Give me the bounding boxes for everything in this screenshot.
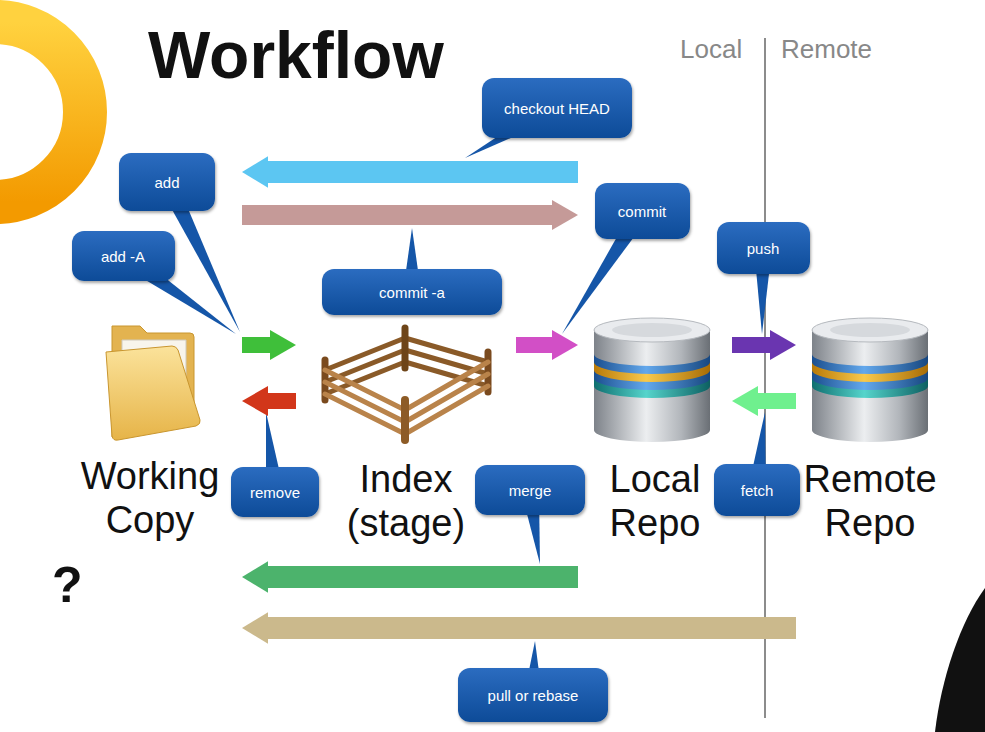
orange-ring	[0, 22, 85, 202]
flow-arrow	[242, 561, 578, 593]
arrow-shaft	[242, 205, 553, 225]
arrow-shaft	[732, 337, 771, 353]
callout-bubble: remove	[231, 467, 319, 517]
question-mark: ?	[52, 560, 83, 610]
arrow-shaft	[267, 393, 296, 409]
region-label: Local	[680, 36, 742, 62]
arrow-shaft	[267, 617, 796, 639]
flow-arrow	[242, 386, 296, 416]
callout-bubble: commit	[595, 183, 690, 239]
arrow-head	[242, 612, 268, 644]
arrow-head	[242, 156, 268, 188]
divider-line	[764, 38, 766, 718]
arrow-head	[770, 330, 796, 360]
fence-icon	[325, 328, 488, 440]
callout-bubble: add -A	[72, 231, 175, 281]
diagram-title: Workflow	[148, 22, 444, 88]
flow-arrow	[242, 156, 578, 188]
callout-bubble: merge	[475, 465, 585, 515]
flow-arrow	[732, 330, 796, 360]
arrow-shaft	[757, 393, 796, 409]
region-label: Remote	[781, 36, 872, 62]
arrow-shaft	[267, 566, 578, 588]
node-label: Working Copy	[60, 455, 240, 542]
stage-node: Working Copy	[60, 150, 240, 650]
arrow-shaft	[267, 161, 578, 183]
stage-node: Remote Repo	[798, 300, 942, 645]
callout-bubble: push	[717, 222, 810, 274]
arrow-head	[552, 200, 578, 230]
flow-arrow	[516, 330, 578, 360]
arrow-head	[242, 561, 268, 593]
flow-arrow	[242, 612, 796, 644]
arrow-head	[270, 330, 296, 360]
flow-arrow	[732, 386, 796, 416]
arrow-head	[242, 386, 268, 416]
callout-bubble: commit -a	[322, 269, 502, 315]
callout-tails	[118, 100, 772, 695]
node-label: Remote Repo	[798, 458, 942, 545]
stage-node: Index (stage)	[298, 320, 514, 560]
node-label: Local Repo	[580, 458, 730, 545]
database-icon	[812, 318, 928, 442]
arrow-head	[732, 386, 758, 416]
callout-bubble: pull or rebase	[458, 668, 608, 722]
database-icon	[594, 318, 710, 442]
flow-arrow	[242, 200, 578, 230]
flow-arrow	[242, 330, 296, 360]
arrow-head	[552, 330, 578, 360]
callout-bubble: fetch	[714, 464, 800, 516]
callout-bubble: add	[119, 153, 215, 211]
corner-shape	[935, 588, 985, 732]
arrow-shaft	[516, 337, 553, 353]
callout-bubble: checkout HEAD	[482, 78, 632, 138]
folder-icon	[106, 326, 200, 440]
arrow-shaft	[242, 337, 271, 353]
